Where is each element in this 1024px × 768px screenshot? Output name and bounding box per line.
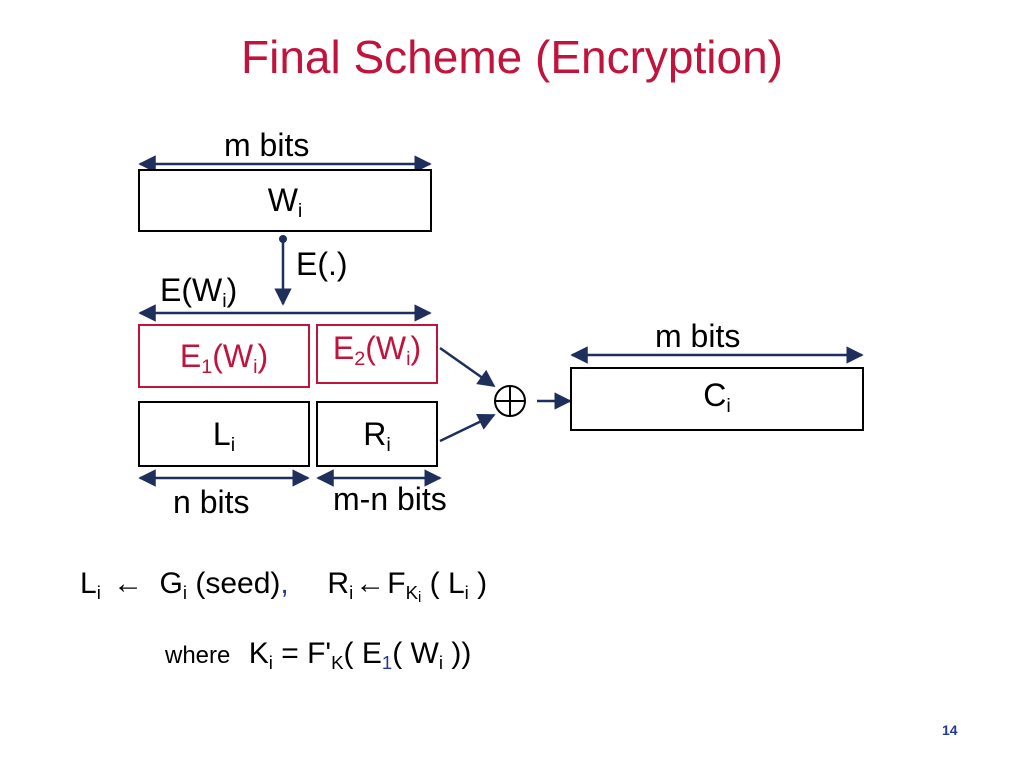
slide-title: Final Scheme (Encryption): [241, 31, 783, 83]
e2-to-xor-arrow: [439, 346, 496, 388]
e1-label: E1(Wi): [179, 337, 269, 378]
m-bits-right-label: m bits: [655, 318, 741, 354]
formula-line-2: where Ki = F'K( E1( Wi )): [165, 637, 472, 673]
e1-box: E1(Wi): [138, 324, 310, 388]
l-label: Li: [212, 415, 236, 456]
w-box: Wi: [138, 169, 432, 232]
e2-box: E2(Wi): [316, 324, 438, 384]
r-box: Ri: [316, 401, 438, 467]
l-box: Li: [138, 401, 310, 467]
m-n-bits-label: m-n bits: [333, 481, 447, 517]
c-label: Ci: [703, 377, 731, 418]
xor-icon: [494, 385, 526, 417]
r-label: Ri: [363, 415, 391, 456]
e2-label: E2(Wi): [332, 330, 422, 371]
r-to-xor-arrow: [439, 413, 496, 443]
w-label: Wi: [267, 182, 303, 223]
e-dot-label: E(.): [296, 246, 348, 282]
page-number: 14: [942, 722, 958, 738]
c-box: Ci: [570, 367, 864, 431]
formula-line-1: Li ← Gi (seed), Ri←FKi ( Li ): [80, 567, 488, 606]
m-bits-top-label: m bits: [224, 127, 310, 163]
n-bits-label: n bits: [173, 484, 250, 520]
ew-label: E(Wi): [160, 272, 238, 313]
